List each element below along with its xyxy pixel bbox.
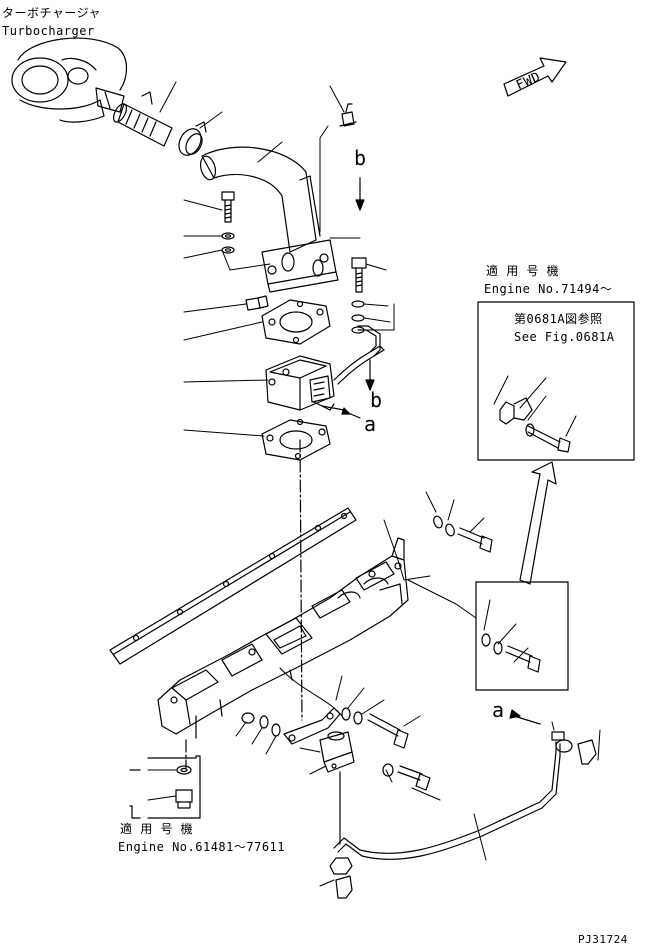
clamp-part <box>175 122 206 159</box>
hose-part <box>111 92 172 146</box>
engine-number-range-1: Engine No.71494〜 <box>484 282 613 296</box>
plug-part <box>340 104 356 126</box>
centerline <box>186 440 302 768</box>
reference-b-side: b <box>370 388 383 412</box>
applicable-serial-label-1: 適 用 号 機 <box>486 264 560 278</box>
drawing-id: PJ31724 <box>578 933 628 946</box>
reference-arrow-a <box>342 408 540 724</box>
washer-part <box>222 233 234 253</box>
bolt-part-right <box>352 258 366 333</box>
reference-a-right: a <box>364 412 377 436</box>
bolt-part <box>222 192 234 222</box>
turbocharger-label-en: Turbocharger <box>2 24 95 38</box>
manifold-gasket-part <box>110 508 356 664</box>
leader-lines <box>148 82 600 886</box>
see-figure-label-jp: 第0681A図参照 <box>514 312 603 326</box>
detail-inset-box-2 <box>476 582 568 690</box>
fwd-arrow-icon <box>504 58 566 96</box>
see-figure-label-en: See Fig.0681A <box>514 330 615 344</box>
plug-part-left <box>246 296 268 310</box>
elbow-fitting-part <box>336 740 596 898</box>
harness-part <box>334 732 564 859</box>
reference-arrow-b <box>356 178 374 390</box>
bolt-set-part <box>432 515 492 552</box>
turbocharger-label-jp: ターボチャージャ <box>2 6 102 20</box>
gasket-part <box>262 300 330 344</box>
applicable-serial-label-2: 適 用 号 機 <box>120 822 194 836</box>
pipe-part <box>358 326 380 356</box>
turbocharger-part <box>12 38 127 122</box>
arrow-up-part <box>520 462 556 584</box>
bolt-set-part-lower <box>242 708 430 790</box>
reference-b-top: b <box>354 146 367 170</box>
inset-box-lower-left <box>130 756 200 818</box>
elbow-pipe-part <box>198 147 338 292</box>
valve-housing-part <box>266 346 384 410</box>
detail-inset-box <box>478 302 634 460</box>
engine-number-range-2: Engine No.61481〜77611 <box>118 840 285 854</box>
gasket-part-lower <box>262 420 330 461</box>
nut-part <box>330 740 572 874</box>
fitting-part <box>176 766 192 808</box>
bracket-part <box>284 708 340 744</box>
reference-a-lower: a <box>492 698 505 722</box>
sensor-part <box>320 732 354 844</box>
